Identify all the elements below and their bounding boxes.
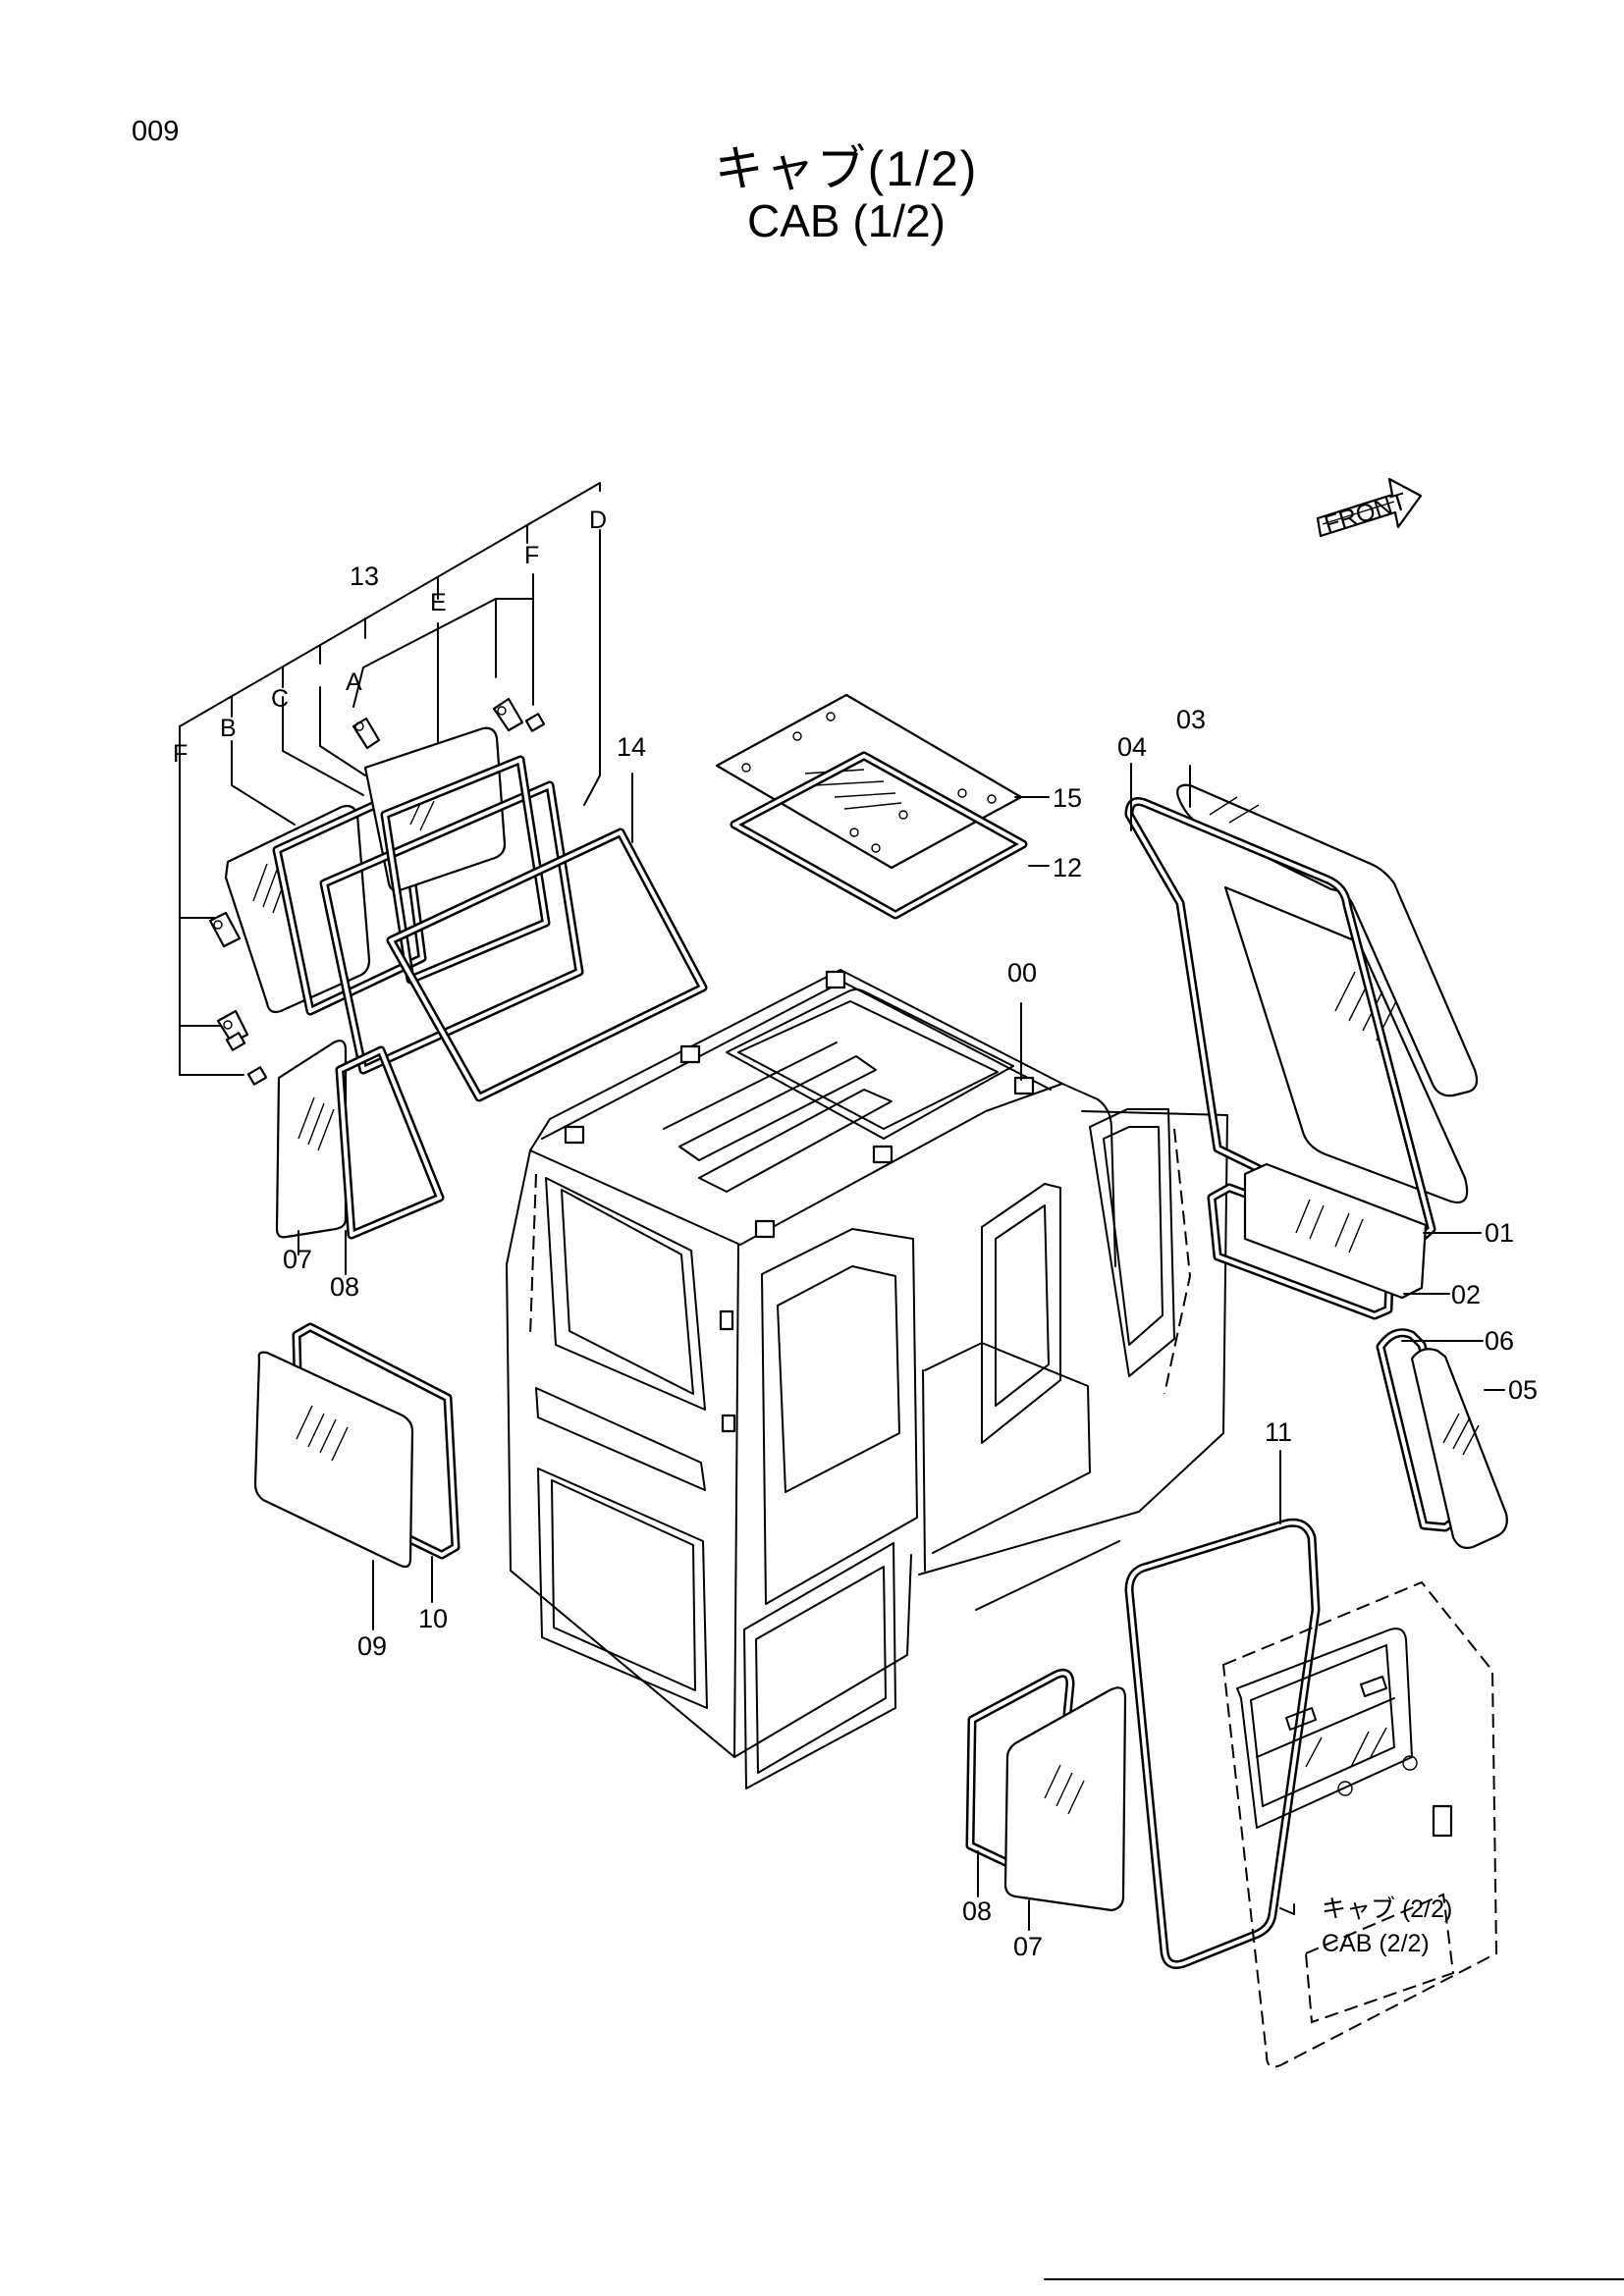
letter-f-top: F	[524, 542, 539, 569]
callout-14: 14	[617, 732, 646, 762]
callout-07-lower: 07	[1013, 1932, 1043, 1961]
callout-06: 06	[1485, 1326, 1514, 1356]
callout-12: 12	[1053, 853, 1082, 882]
front-label: FRONT	[1322, 488, 1411, 539]
glass-07-lower	[1003, 1686, 1127, 1912]
door-reference-outline: キャブ (2/2) CAB (2/2)	[1221, 1580, 1498, 2068]
callout-leaders	[298, 763, 1505, 1931]
callout-13: 13	[350, 561, 379, 591]
callout-15: 15	[1053, 783, 1082, 813]
cab-body	[506, 969, 1228, 1789]
ref-note-english: CAB (2/2)	[1322, 1930, 1430, 1957]
glass-05-right	[1410, 1348, 1508, 1549]
letter-a: A	[346, 668, 362, 696]
clip-parts	[208, 697, 546, 1086]
letter-leaders	[179, 529, 601, 919]
callout-04: 04	[1117, 732, 1147, 762]
callout-08-left: 08	[330, 1272, 359, 1302]
seal-c	[272, 788, 427, 1016]
seal-14	[386, 828, 708, 1102]
glass-09-lower-left	[253, 1351, 414, 1569]
letter-b: B	[220, 715, 237, 742]
page-title-japanese: キャブ(1/2)	[714, 141, 979, 196]
callout-03: 03	[1176, 705, 1206, 734]
glass-03-right	[1176, 783, 1479, 1204]
seal-02-right	[1207, 1183, 1395, 1320]
page-title-english: CAB (1/2)	[747, 195, 946, 246]
callout-07-left: 07	[283, 1245, 312, 1274]
front-arrow-icon: FRONT	[1316, 477, 1423, 539]
glass-01-right	[1243, 1162, 1428, 1300]
roof-clip-icon	[564, 970, 1035, 1239]
ref-note-japanese: キャブ (2/2)	[1322, 1896, 1452, 1923]
seal-d	[319, 755, 584, 1075]
seal-08-left	[335, 1045, 445, 1240]
glass-b-left-upper	[224, 804, 371, 1014]
callout-00: 00	[1007, 958, 1037, 988]
callout-09: 09	[357, 1631, 387, 1661]
callout-11: 11	[1265, 1417, 1292, 1447]
letter-e: E	[430, 589, 447, 616]
letter-d: D	[589, 507, 607, 534]
callout-01: 01	[1485, 1218, 1514, 1248]
page-number: 009	[132, 116, 180, 147]
letter-c: C	[271, 685, 289, 713]
callout-05: 05	[1508, 1375, 1538, 1405]
roof-seal-12	[730, 751, 1028, 920]
seal-11-door	[1124, 1518, 1321, 1969]
letter-f-left: F	[173, 740, 188, 768]
callout-10: 10	[418, 1604, 448, 1633]
glass-07-left	[275, 1040, 348, 1239]
callout-08-lower: 08	[962, 1896, 992, 1926]
callout-02: 02	[1451, 1280, 1481, 1309]
